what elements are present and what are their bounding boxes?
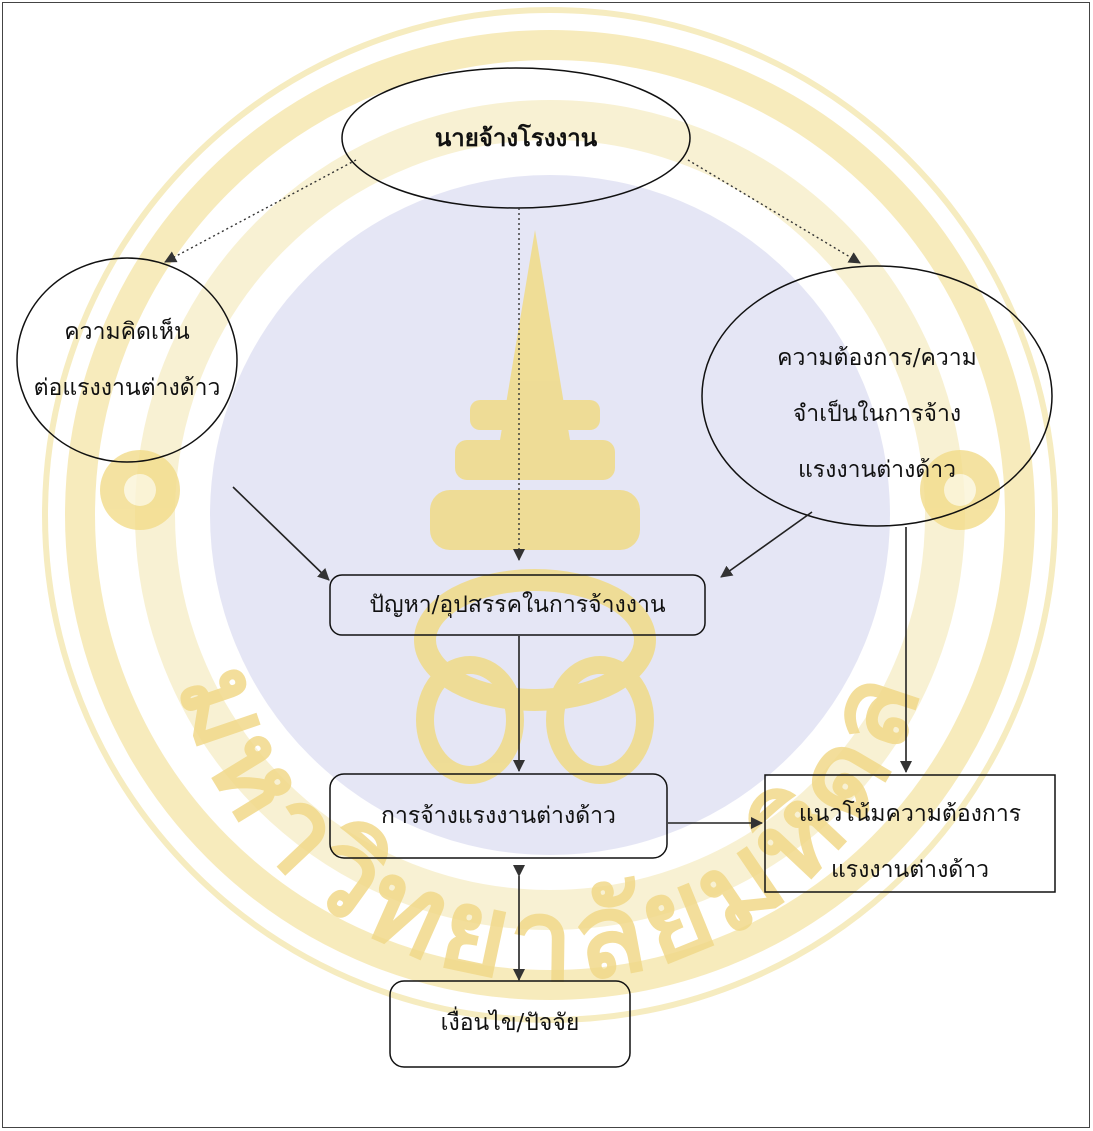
node-hiring [329,773,668,859]
hiring-label: การจ้างแรงงานต่างด้าว [381,803,616,829]
need-label-line3: แรงงานต่างด้าว [797,457,957,483]
arrow-opinion-to-problems [232,486,330,581]
node-trend [764,774,1056,893]
arrow-employer-to-need [687,159,861,264]
conditions-label: เงื่อนไข/ปัจจัย [440,1010,580,1036]
need-label-line2: จำเป็นในการจ้าง [792,401,962,427]
problems-label: ปัญหา/อุปสรรคในการจ้างงาน [369,592,666,618]
node-opinion [16,257,238,463]
node-employer [341,67,691,209]
trend-label-line2: แรงงานต่างด้าว [830,857,990,883]
node-need [701,265,1053,527]
arrow-employer-to-opinion [164,159,357,263]
conditions-factors-box [389,980,631,1068]
need-label-line1: ความต้องการ/ความ [777,345,977,371]
trend-label-line1: แนวโน้มความต้องการ [798,801,1022,827]
arrow-need-to-problems [720,511,813,578]
node-problems [329,574,706,636]
opinion-label-line2: ต่อแรงงานต่างด้าว [33,375,221,401]
employer-label: นายจ้างโรงงาน [434,123,598,152]
opinion-label-line1: ความคิดเห็น [64,319,190,345]
